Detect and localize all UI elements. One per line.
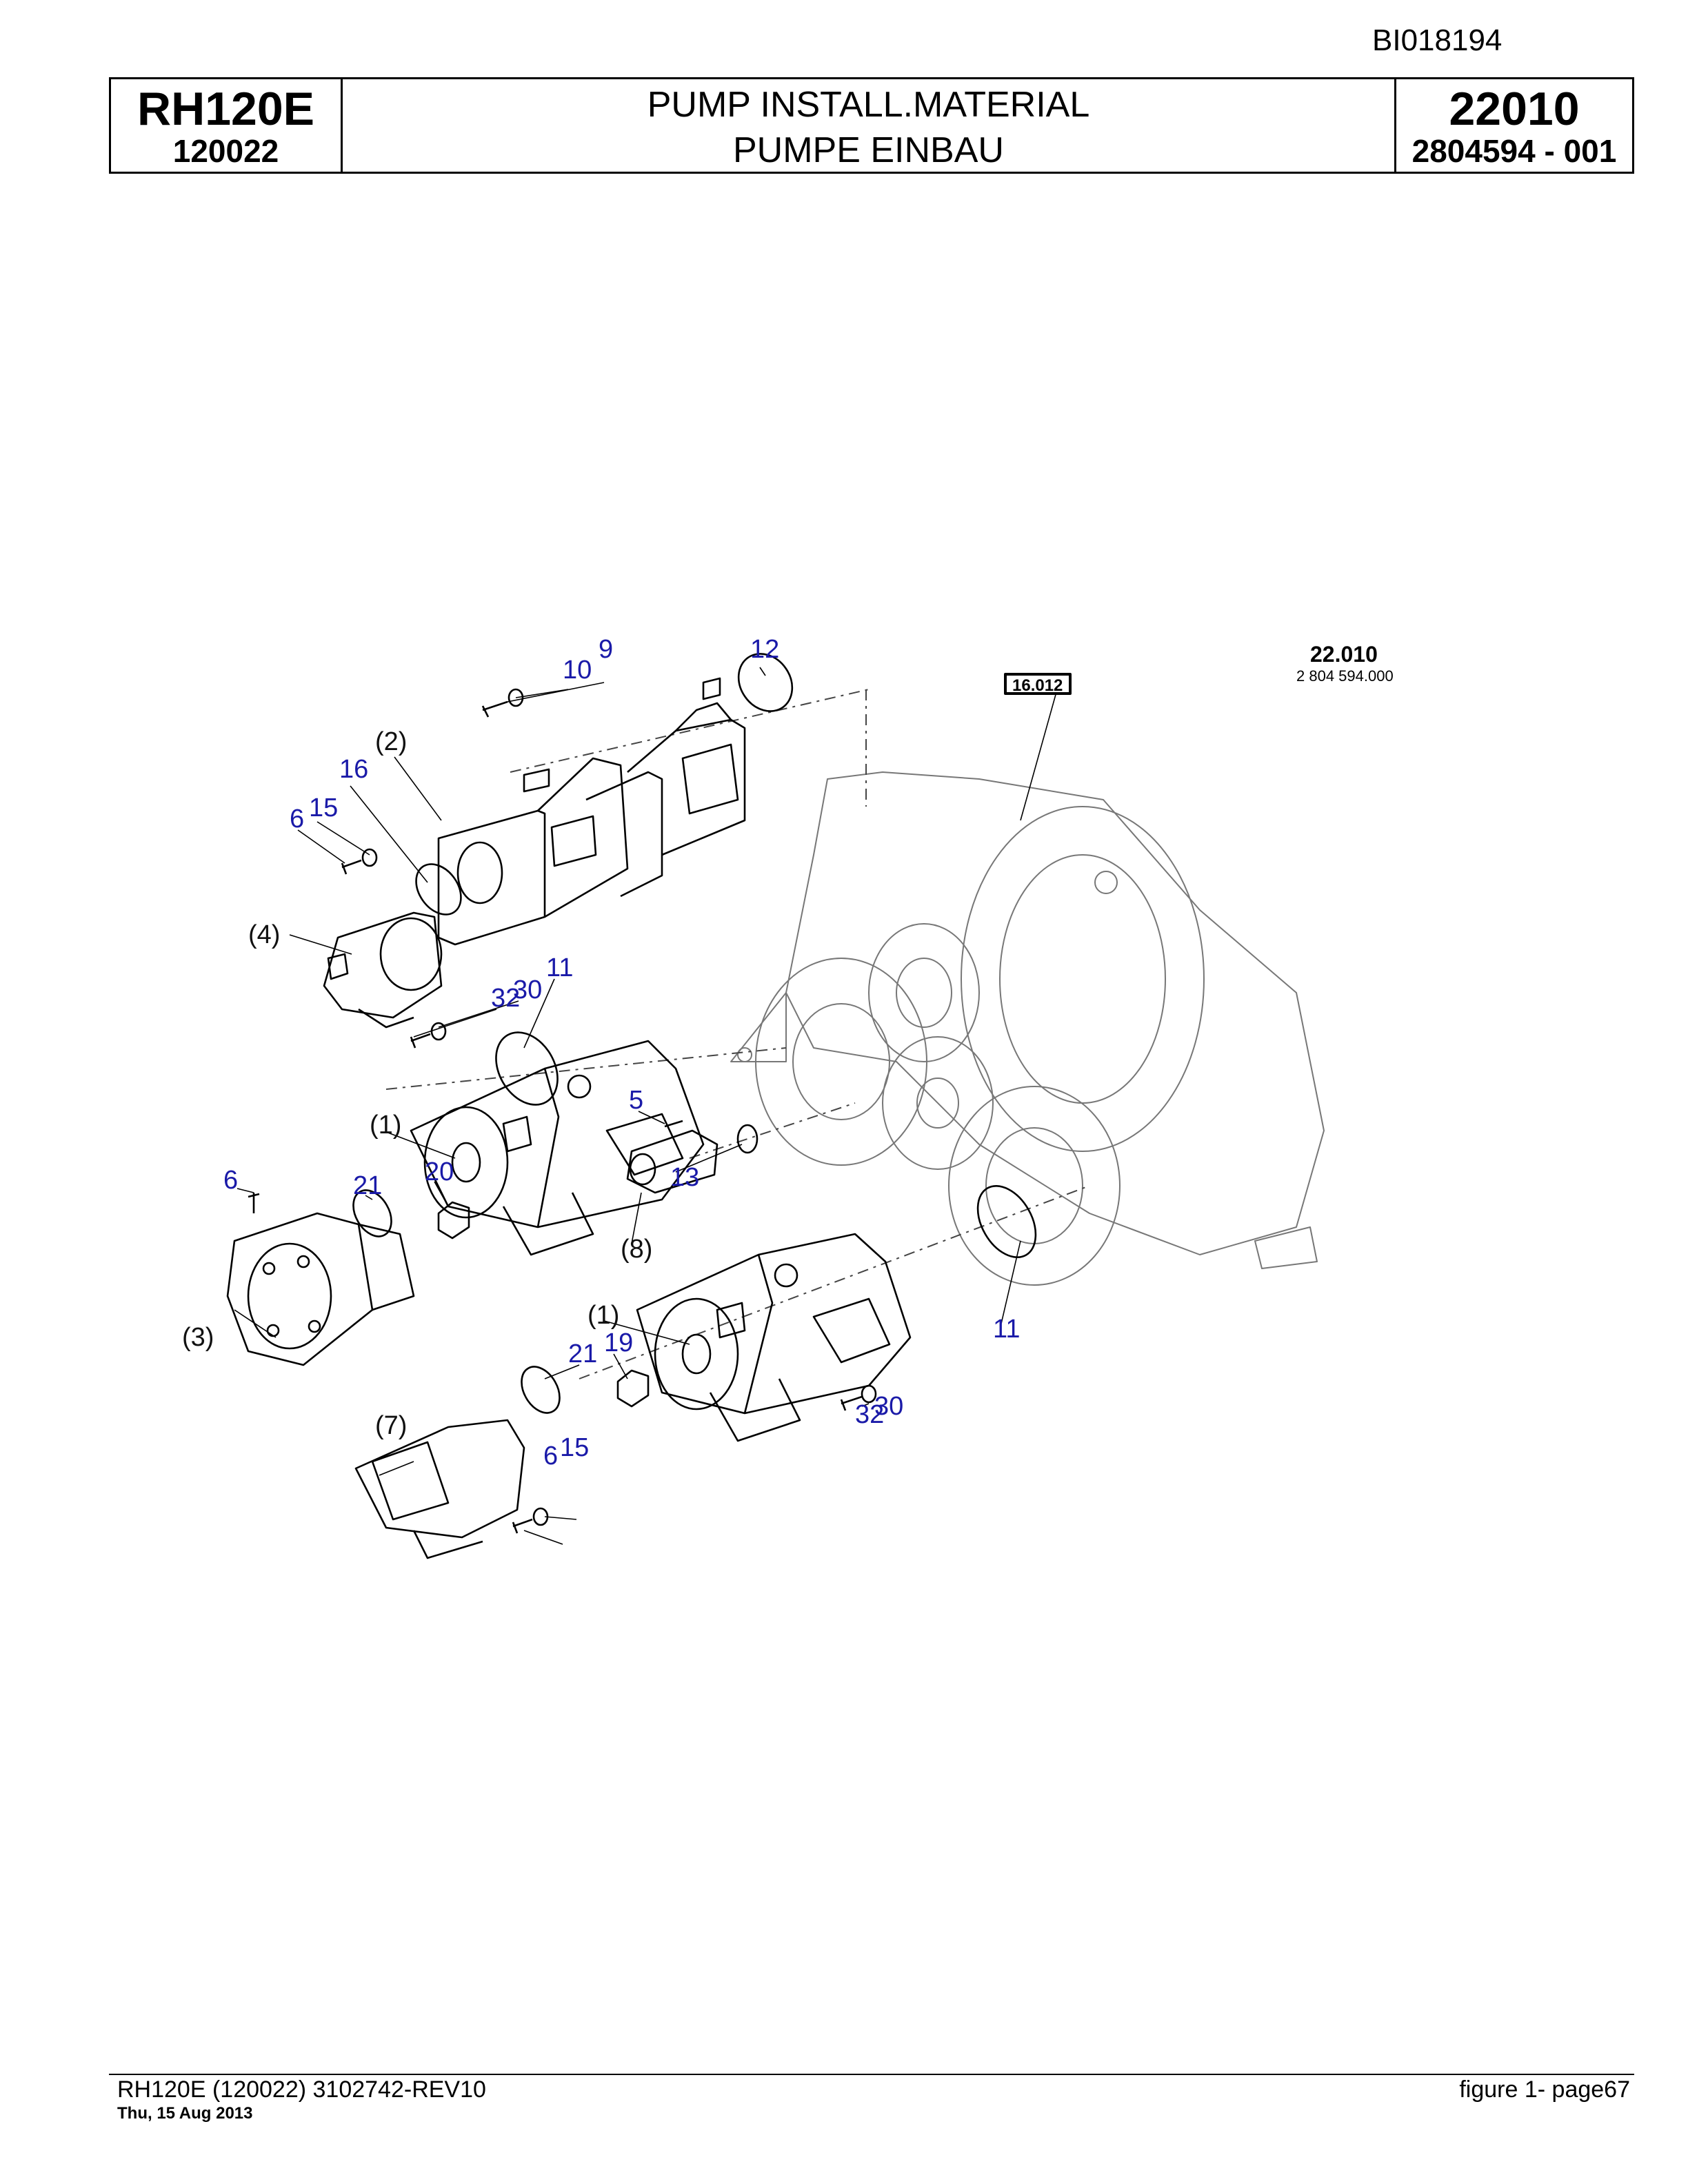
reference-title: 22.010 [1310,642,1378,667]
document-reference: BI018194 [1372,23,1503,57]
callout-30-lower: 30 [874,1392,903,1421]
title-german: PUMPE EINBAU [733,130,1004,170]
gearbox-housing [730,771,1325,1286]
footer-divider [109,2074,1634,2075]
reference-number: 2 804 594.000 [1296,667,1394,685]
o-ring-16 [415,863,462,916]
sleeve-20 [437,1201,470,1240]
parts-diagram: 9 10 12 (2) 16 15 6 (4) 11 30 32 5 13 (8… [182,635,1394,1559]
bolt-6-top [341,859,362,875]
o-ring-13 [736,1124,758,1154]
reference-labels: 16.012 22.010 2 804 594.000 [1012,642,1394,695]
group-cell: 22010 2804594 - 001 [1396,79,1632,172]
bolt-5 [664,1120,683,1128]
footer-page: figure 1- page67 [1459,2076,1630,2103]
callout-30-upper: 30 [513,975,542,1004]
pump-8 [626,1129,719,1194]
pump-1-lower [636,1233,912,1442]
pump-7 [354,1419,525,1559]
callout-9: 9 [599,635,613,664]
callout-20: 20 [425,1157,454,1186]
callout-10: 10 [563,656,592,685]
bolt-6-left [248,1193,260,1213]
exploded-parts-drawing: 9 10 12 (2) 16 15 6 (4) 11 30 32 5 13 (8… [182,635,1586,1634]
washer-9 [508,688,524,707]
callout-6-left: 6 [223,1166,238,1195]
serial-number: 120022 [172,133,279,169]
footer-document-id: RH120E (120022) 3102742-REV10 [117,2076,486,2103]
callout-5: 5 [629,1086,643,1115]
model-cell: RH120E 120022 [111,79,343,172]
o-ring-21-left [352,1189,392,1237]
callout-labels: 9 10 12 (2) 16 15 6 (4) 11 30 32 5 13 (8… [182,635,1020,1470]
bolt-32-upper [410,1033,431,1049]
callout-4: (4) [248,920,280,949]
callout-16: 16 [339,755,368,784]
reference-box-label: 16.012 [1012,676,1063,695]
bolt-6-bottom [512,1518,533,1534]
bolt-32-lower [840,1395,863,1411]
washer-30-lower [861,1384,877,1404]
title-block: RH120E 120022 PUMP INSTALL.MATERIAL PUMP… [109,77,1634,174]
o-ring-12 [737,653,794,712]
o-ring-11-upper [495,1031,559,1106]
callout-3: (3) [182,1323,214,1352]
callout-13: 13 [670,1163,699,1192]
callout-15-top: 15 [309,793,338,822]
washer-15-top [361,848,378,867]
sleeve-19 [616,1369,650,1408]
title-english: PUMP INSTALL.MATERIAL [647,85,1090,125]
reference-box [1004,673,1072,695]
model-name: RH120E [137,83,315,135]
callout-21-right: 21 [568,1339,597,1368]
callout-2: (2) [375,727,407,756]
part-number: 2804594 - 001 [1411,133,1617,169]
callout-32-lower: 32 [855,1400,884,1429]
callout-15-bottom: 15 [560,1433,589,1462]
callout-21-left: 21 [353,1171,382,1200]
pump-assembly-2 [437,677,746,946]
pump-3 [226,1212,415,1366]
callout-1-lower: (1) [587,1301,619,1330]
bolt-10 [481,700,508,718]
o-ring-11-lower [976,1184,1037,1259]
group-number: 22010 [1449,83,1580,135]
callout-19: 19 [604,1328,633,1357]
o-ring-21-right [521,1366,561,1414]
callout-11-lower: 11 [993,1315,1020,1344]
callout-8: (8) [621,1235,652,1264]
callout-32-upper: 32 [491,984,520,1013]
footer-date: Thu, 15 Aug 2013 [117,2104,253,2123]
title-cell: PUMP INSTALL.MATERIAL PUMPE EINBAU [343,79,1396,172]
callout-11-upper: 11 [546,953,573,982]
callout-6-top: 6 [290,805,304,833]
callout-12: 12 [750,635,779,664]
leader-lines [234,667,1057,1545]
callout-1-upper: (1) [370,1111,401,1140]
pump-1-upper [410,1040,705,1256]
callout-6-bottom: 6 [543,1442,558,1470]
callout-7: (7) [375,1411,407,1440]
pump-4 [323,911,443,1029]
